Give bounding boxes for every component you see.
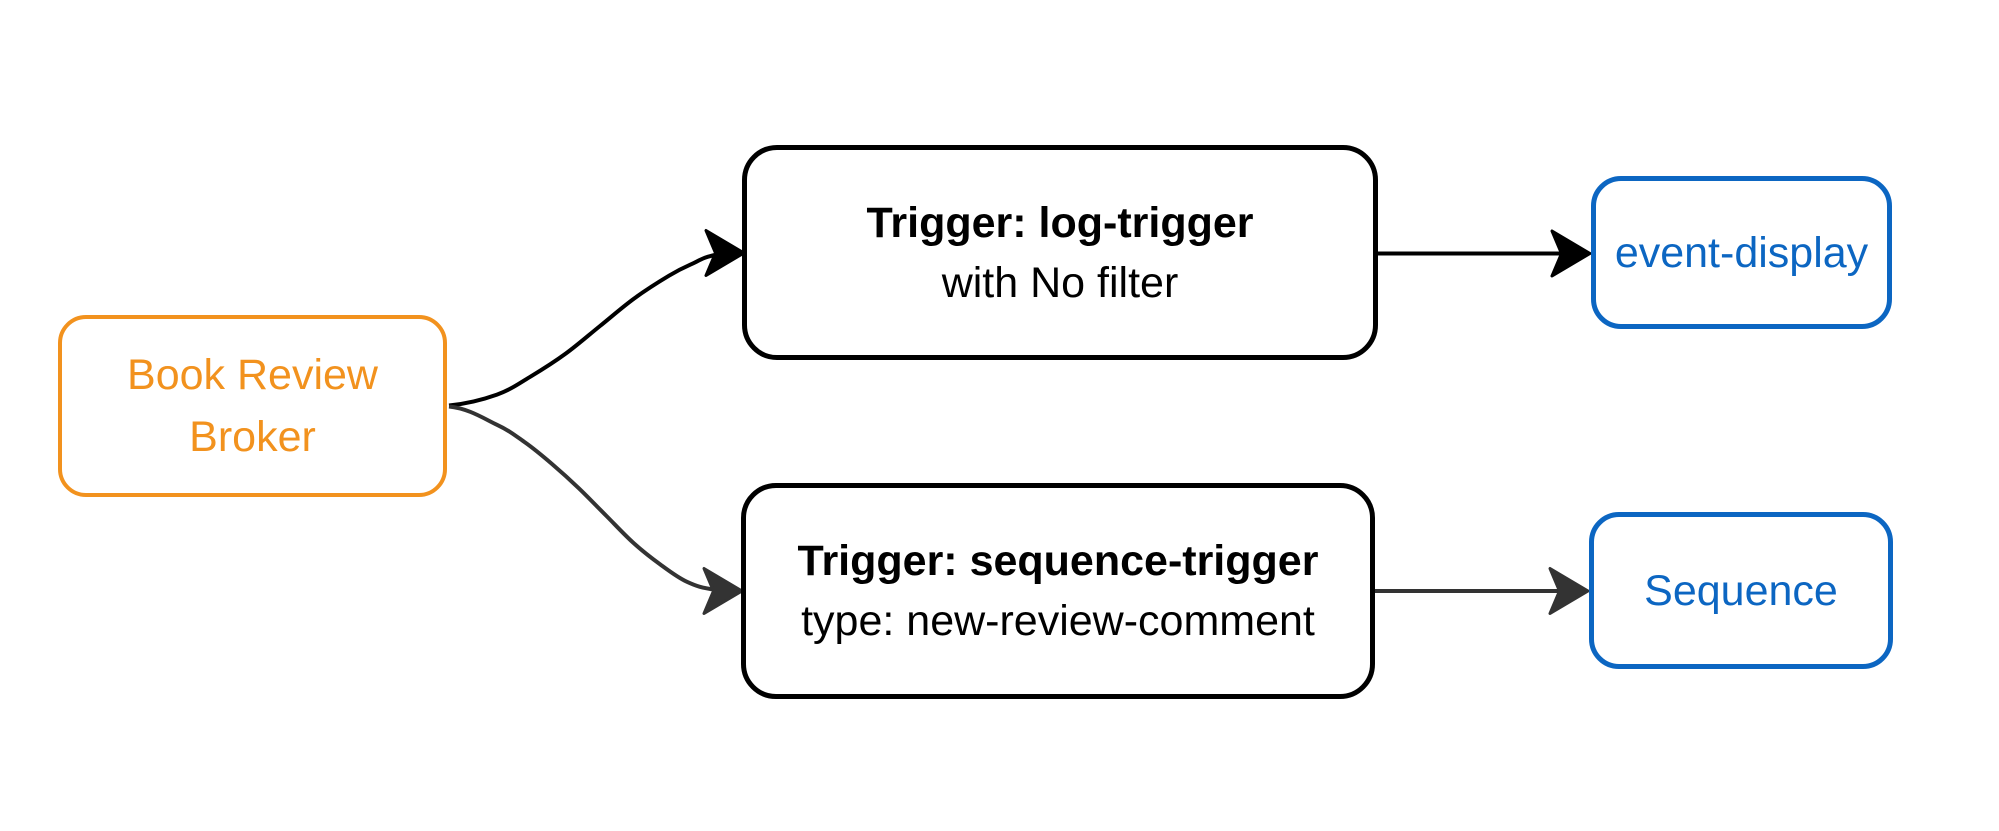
arrowhead-broker-to-trigger-sequence — [702, 567, 744, 615]
edge-broker-to-trigger-sequence — [448, 404, 717, 592]
node-trigger-log-title: Trigger: log-trigger — [866, 198, 1254, 247]
node-event-display-label: event-display — [1614, 228, 1869, 277]
node-event-display: event-display — [1591, 176, 1892, 329]
arrowhead-trigger-sequence-to-sequence — [1548, 567, 1590, 615]
node-trigger-sequence-title: Trigger: sequence-trigger — [797, 537, 1319, 585]
arrowhead-trigger-log-to-event-display — [1550, 229, 1592, 278]
node-sequence: Sequence — [1589, 512, 1893, 669]
node-trigger-log: Trigger: log-trigger with No filter — [742, 145, 1378, 360]
node-broker-label-line-2: Broker — [189, 413, 316, 461]
node-trigger-log-subtitle: with No filter — [941, 258, 1179, 307]
node-broker-label-line-1: Book Review — [127, 351, 378, 399]
node-trigger-sequence-subtitle: type: new-review-comment — [801, 597, 1315, 645]
node-trigger-sequence: Trigger: sequence-trigger type: new-revi… — [741, 483, 1375, 699]
arrowhead-broker-to-trigger-log — [704, 229, 746, 277]
node-sequence-label: Sequence — [1644, 566, 1838, 615]
edge-broker-to-trigger-log — [448, 252, 718, 408]
node-broker: Book Review Broker — [58, 315, 447, 497]
